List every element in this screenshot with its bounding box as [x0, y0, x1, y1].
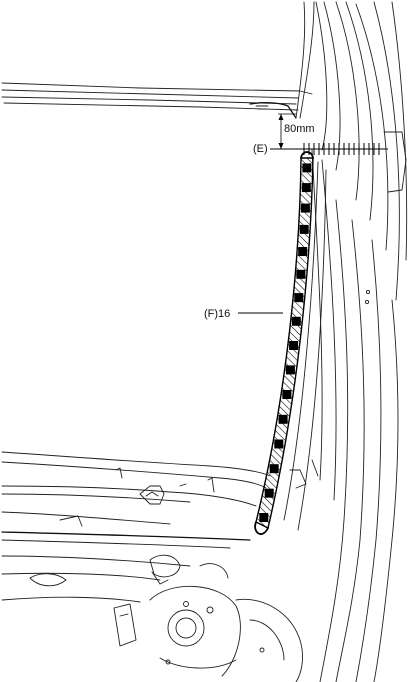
spot-weld-marker	[298, 247, 308, 256]
spot-weld-marker	[301, 183, 311, 193]
roof-header	[1, 82, 313, 119]
spot-weld-marker	[285, 365, 295, 375]
spot-weld-markers	[259, 163, 312, 522]
cowl-structure	[1, 451, 271, 647]
spot-weld-marker	[296, 269, 306, 279]
point-e-label: (E)	[253, 143, 268, 155]
spot-weld-marker	[259, 513, 269, 522]
spot-weld-marker	[289, 341, 299, 350]
reference-line-e	[270, 143, 388, 155]
spot-weld-marker	[264, 488, 274, 498]
spot-weld-marker	[299, 224, 309, 234]
reference-ticks	[303, 143, 380, 155]
spot-weld-marker	[269, 464, 279, 474]
spot-weld-marker	[294, 293, 304, 303]
point-f-label: (F)16	[204, 308, 230, 320]
spot-weld-marker	[278, 414, 288, 424]
dimension-80mm	[278, 113, 296, 149]
a-pillar-outer	[295, 1, 408, 301]
spot-weld-marker	[300, 203, 310, 213]
dimension-label: 80mm	[284, 123, 315, 135]
hinge-pillar	[311, 131, 407, 682]
a-pillar-inner	[283, 161, 327, 531]
spot-weld-marker	[302, 163, 312, 173]
strut-tower	[149, 585, 303, 682]
spot-weld-marker	[282, 390, 292, 399]
spot-weld-marker	[274, 439, 284, 449]
spot-weld-marker	[291, 316, 301, 326]
